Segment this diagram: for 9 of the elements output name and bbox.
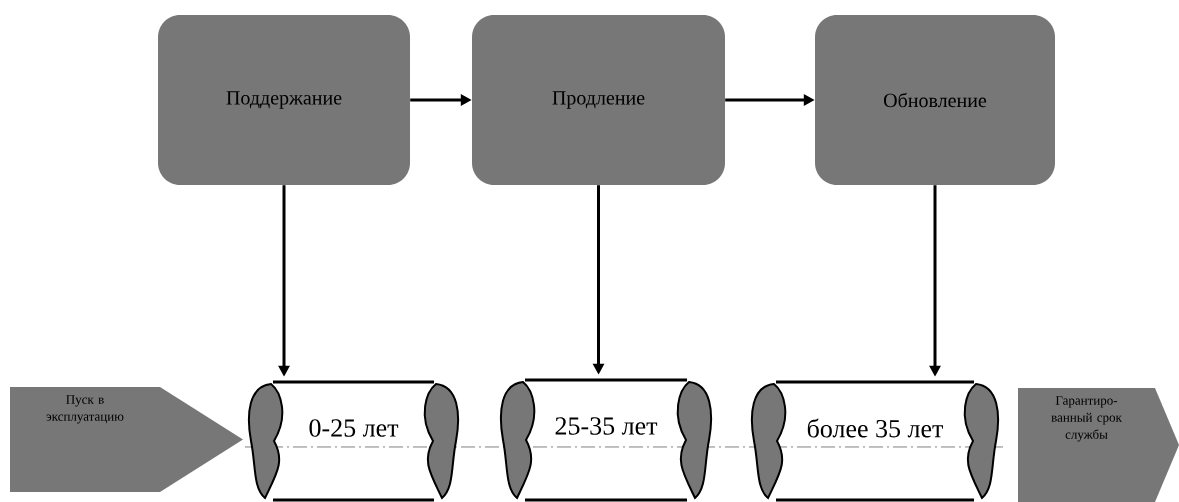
pipe-section: более 35 лет [750,380,1000,502]
node-label: 0-25 лет [309,419,399,437]
node-label: более 35 лет [807,418,944,438]
pipe-section: 25-35 лет [499,378,713,502]
pipe-section: 0-25 лет [247,380,460,502]
node-label: 25-35 лет [555,417,658,435]
process-box: Поддержание [158,15,410,185]
process-box: Обновление [815,15,1055,185]
process-box: Продление [472,15,725,185]
